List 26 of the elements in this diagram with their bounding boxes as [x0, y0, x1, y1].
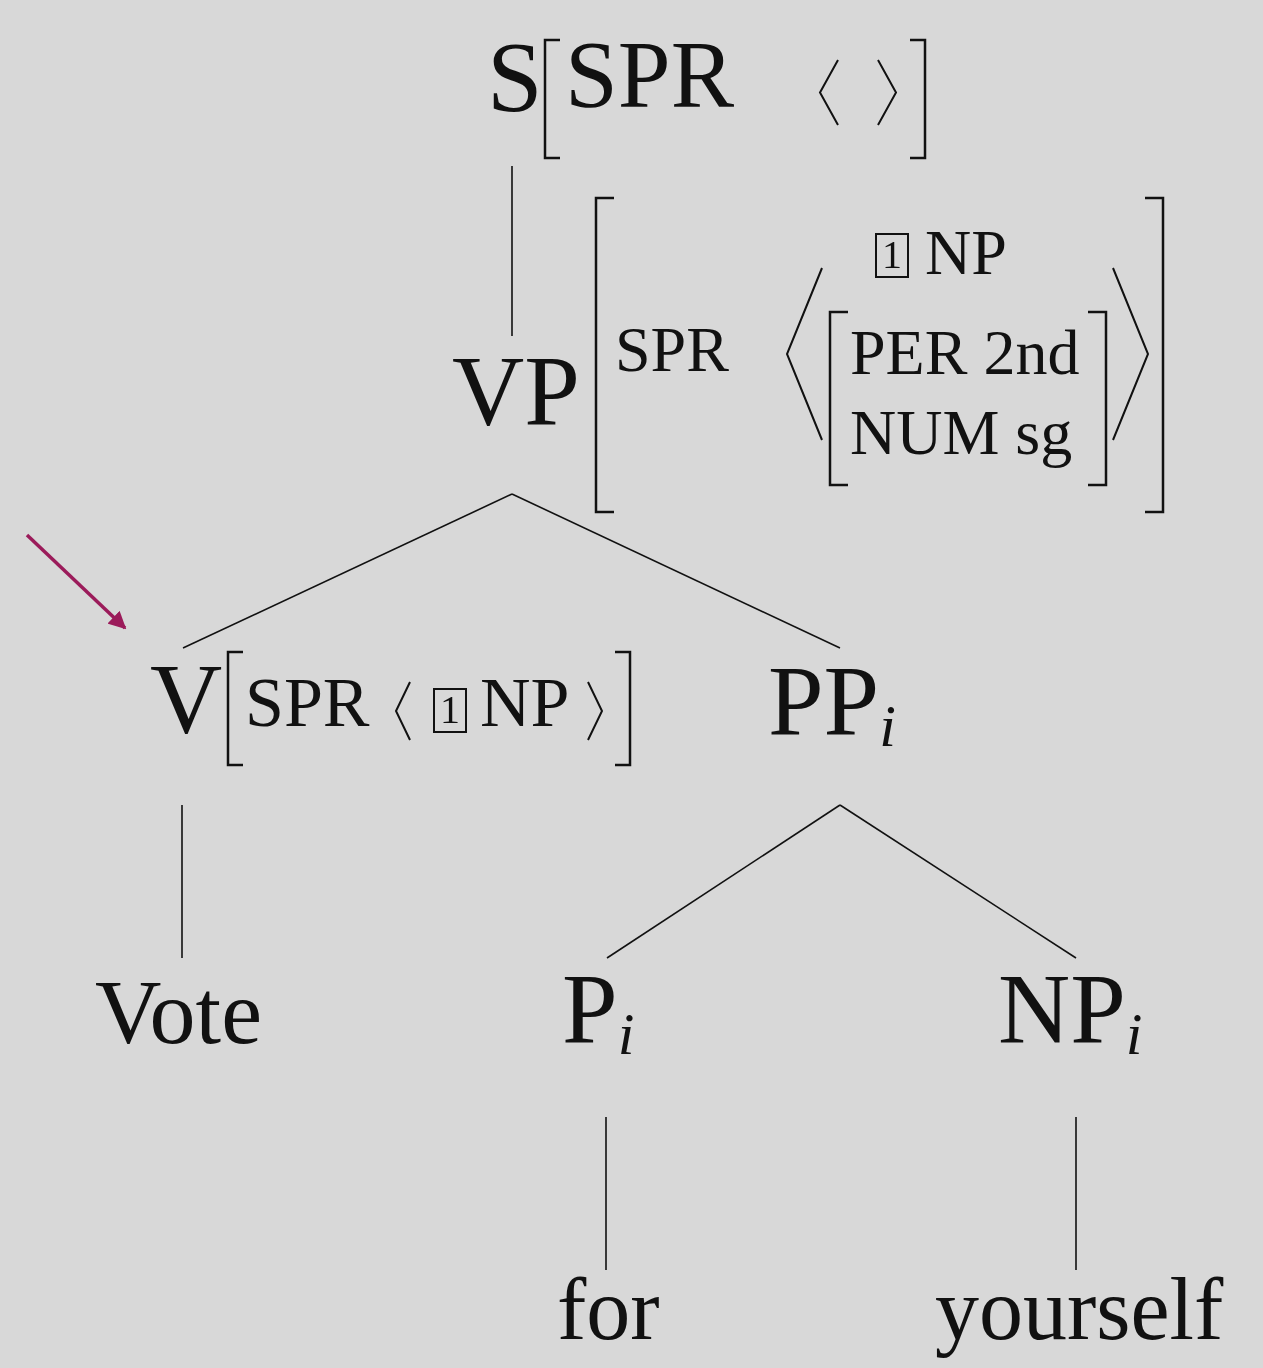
- tree-branch: [605, 1116, 607, 1271]
- tree-branch: [511, 165, 513, 337]
- tree-branch: [181, 804, 183, 959]
- feature-text: SPR: [245, 668, 370, 739]
- node-label: VP: [452, 341, 580, 441]
- feature-text: PER 2nd: [850, 321, 1080, 386]
- node-label: Vote: [95, 965, 262, 1058]
- node-label: V: [150, 649, 223, 749]
- boxed-tag: 1: [433, 688, 467, 733]
- feature-text: NUM sg: [850, 401, 1073, 466]
- feature-text: NP: [480, 668, 570, 739]
- tree-branch: [182, 493, 513, 649]
- tree-branch: [839, 804, 1077, 959]
- feature-text: SPR: [615, 318, 729, 383]
- node-label: PP$_{i}$: [768, 651, 896, 751]
- node-label: P$_{i}$: [562, 959, 635, 1059]
- node-label: NP$_{i}$: [998, 959, 1143, 1059]
- feature-text: NP: [925, 221, 1007, 286]
- arrow: [25, 533, 127, 630]
- tree-branch: [511, 493, 841, 649]
- node-label: for: [557, 1266, 660, 1355]
- node-label: S: [487, 27, 543, 127]
- tree-branch: [1075, 1116, 1077, 1271]
- feature-text: SPR: [565, 28, 735, 124]
- tree-branch: [606, 804, 841, 959]
- boxed-tag: 1: [875, 233, 909, 278]
